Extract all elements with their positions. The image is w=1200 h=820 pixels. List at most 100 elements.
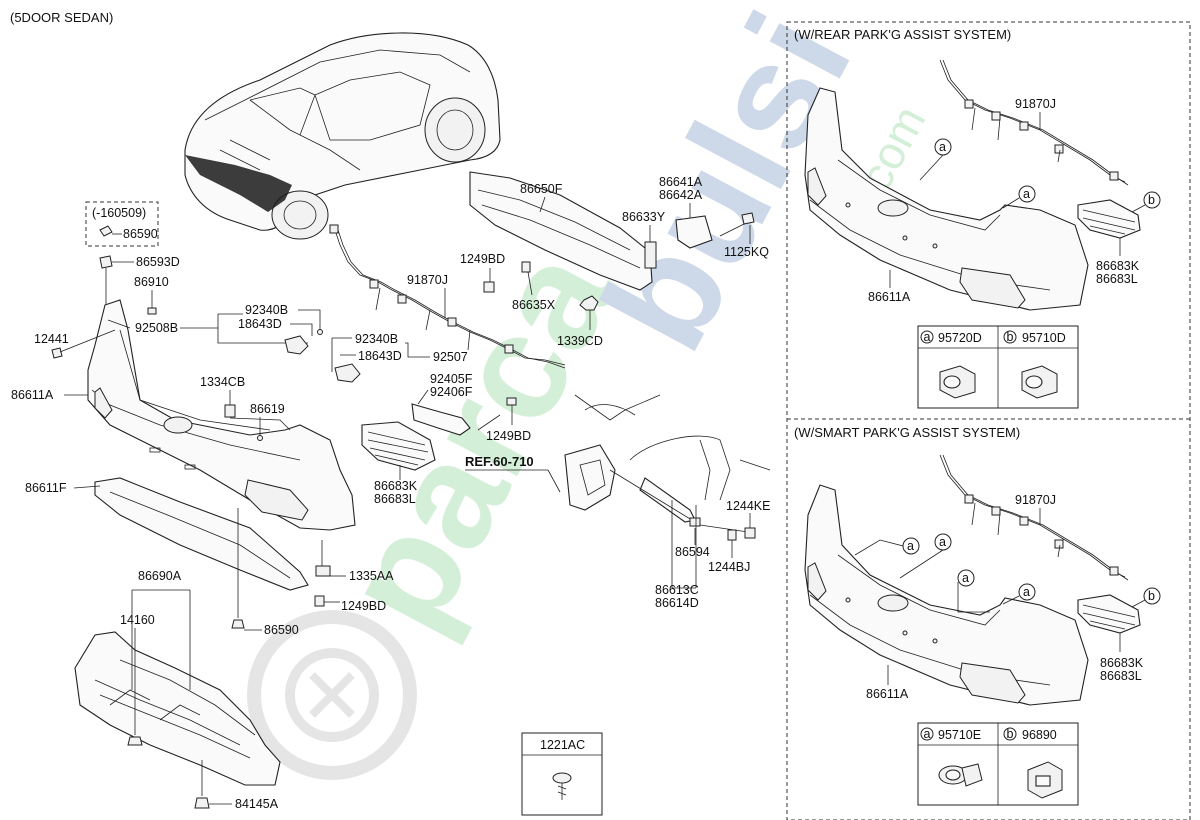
part-label-14160: 14160 (120, 613, 155, 627)
part-label-86690A: 86690A (138, 569, 182, 583)
part-label-1249BD-1: 1249BD (460, 252, 505, 266)
part-label-1244KE: 1244KE (726, 499, 770, 513)
part-label-84145A: 84145A (235, 797, 279, 811)
rear-assist-harness (939, 59, 1129, 186)
wiring-harness-main (329, 224, 566, 369)
part-label-1339CD: 1339CD (557, 334, 603, 348)
part-label-18643D-1: 18643D (238, 317, 282, 331)
bracket-86641A-icon (675, 215, 713, 249)
callout-b-letter: b (1148, 589, 1155, 603)
part-label-1221AC: 1221AC (540, 738, 585, 752)
part-label-91870J-rear: 91870J (1015, 97, 1056, 111)
callout-a-letter: a (924, 330, 931, 344)
callout-a-letter: a (1023, 585, 1030, 599)
part-label-86590-a: 86590 (123, 227, 158, 241)
clip-86594-icon (689, 517, 701, 527)
callout-b-letter: b (1007, 330, 1014, 344)
car-illustration (184, 32, 501, 240)
part-label-95710E: 95710E (938, 728, 981, 742)
clip-86590-b-icon (231, 619, 245, 629)
part-label-86642A: 86642A (659, 188, 703, 202)
part-label-86633Y: 86633Y (622, 210, 666, 224)
part-label-86614D: 86614D (655, 596, 699, 610)
part-label-86611A-main: 86611A (11, 388, 54, 402)
section-title-rear-assist: (W/REAR PARK'G ASSIST SYSTEM) (794, 27, 1011, 42)
lamp-92507b-icon (334, 363, 361, 383)
part-label-86683L-rear: 86683L (1096, 272, 1138, 286)
callout-a-letter: a (924, 727, 931, 741)
rear-bumper-main (87, 299, 356, 531)
part-label-86683L-main: 86683L (374, 492, 416, 506)
part-label-86683K-rear: 86683K (1096, 259, 1140, 273)
option-frame (786, 21, 1191, 820)
part-label-1335AA: 1335AA (349, 569, 394, 583)
callout-a-smart-4 (1018, 583, 1036, 601)
part-label-86613C: 86613C (655, 583, 699, 597)
bolt-1249BD-icon (483, 281, 495, 293)
part-label-86683K-main: 86683K (374, 479, 418, 493)
callout-b-letter: b (1148, 193, 1155, 207)
callout-a-smart-3 (957, 569, 975, 587)
callout-b-rear (1143, 191, 1161, 209)
part-label-86641A: 86641A (659, 175, 703, 189)
nut-1334CB-icon (224, 404, 236, 418)
part-label-86910: 86910 (134, 275, 169, 289)
bolt-1244KE-icon (744, 527, 756, 539)
part-label-95720D: 95720D (938, 331, 982, 345)
part-label-86590-b: 86590 (264, 623, 299, 637)
callout-b-letter: b (1007, 727, 1014, 741)
bolt-1125KQ-icon (741, 212, 755, 225)
part-label-18643D-2: 18643D (358, 349, 402, 363)
sensor-95720D-icon (939, 365, 976, 399)
date-note-box (85, 201, 159, 247)
callout-a-rear-2 (1018, 185, 1036, 203)
bolt-1249BD-3-icon (314, 595, 325, 607)
section-title-smart-assist: (W/SMART PARK'G ASSIST SYSTEM) (794, 425, 1020, 440)
bolt-1244BJ-icon (727, 529, 737, 541)
smart-assist-harness (939, 454, 1129, 581)
bracket-86633Y-icon (644, 241, 657, 269)
part-label-86619: 86619 (250, 402, 285, 416)
absorber-86611F (94, 477, 309, 591)
part-label-95710D: 95710D (1022, 331, 1066, 345)
part-label-92340B-2: 92340B (355, 332, 398, 346)
part-label-86611A-rear: 86611A (868, 290, 911, 304)
nut-84145A-icon (194, 797, 210, 809)
date-note: (-160509) (92, 206, 146, 220)
part-label-92405F: 92405F (430, 372, 473, 386)
section-title-main: (5DOOR SEDAN) (10, 10, 113, 25)
part-label-86611F: 86611F (25, 481, 67, 495)
screw-1221AC-icon (552, 772, 572, 800)
part-label-86611A-smart: 86611A (866, 687, 909, 701)
part-label-92508B: 92508B (135, 321, 178, 335)
part-label-1249BD-3: 1249BD (341, 599, 386, 613)
callout-a-letter: a (962, 571, 969, 585)
part-label-91870J-smart: 91870J (1015, 493, 1056, 507)
bolt-14160-icon (127, 736, 143, 746)
part-label-92406F: 92406F (430, 385, 473, 399)
callout-b-smart (1143, 587, 1161, 605)
part-label-1125KQ: 1125KQ (724, 245, 769, 259)
smart-assist-bumper (804, 484, 1089, 706)
part-label-1249BD-2: 1249BD (486, 429, 531, 443)
part-label-86683L-smart: 86683L (1100, 669, 1142, 683)
part-label-92340B-1: 92340B (245, 303, 288, 317)
lamp-92507-icon (284, 335, 309, 355)
part-label-86650F: 86650F (520, 182, 563, 196)
nut-1339CD-icon (579, 295, 599, 311)
bolt-1249BD-2-icon (506, 397, 517, 406)
ref-label: REF.60-710 (465, 454, 534, 469)
part-label-1244BJ: 1244BJ (708, 560, 750, 574)
part-label-96890: 96890 (1022, 728, 1057, 742)
clip-86593D-icon (99, 255, 113, 269)
grille-86683K-rear (1077, 199, 1141, 239)
part-label-86593D: 86593D (136, 255, 180, 269)
bracket-ref-60-710 (564, 444, 616, 511)
reflector-92405F-icon (411, 403, 471, 436)
part-label-1334CB: 1334CB (200, 375, 245, 389)
undercover-86690A (74, 631, 281, 786)
part-label-92507: 92507 (433, 350, 468, 364)
part-label-12441: 12441 (34, 332, 69, 346)
sensor-95710D-icon (1021, 365, 1058, 399)
